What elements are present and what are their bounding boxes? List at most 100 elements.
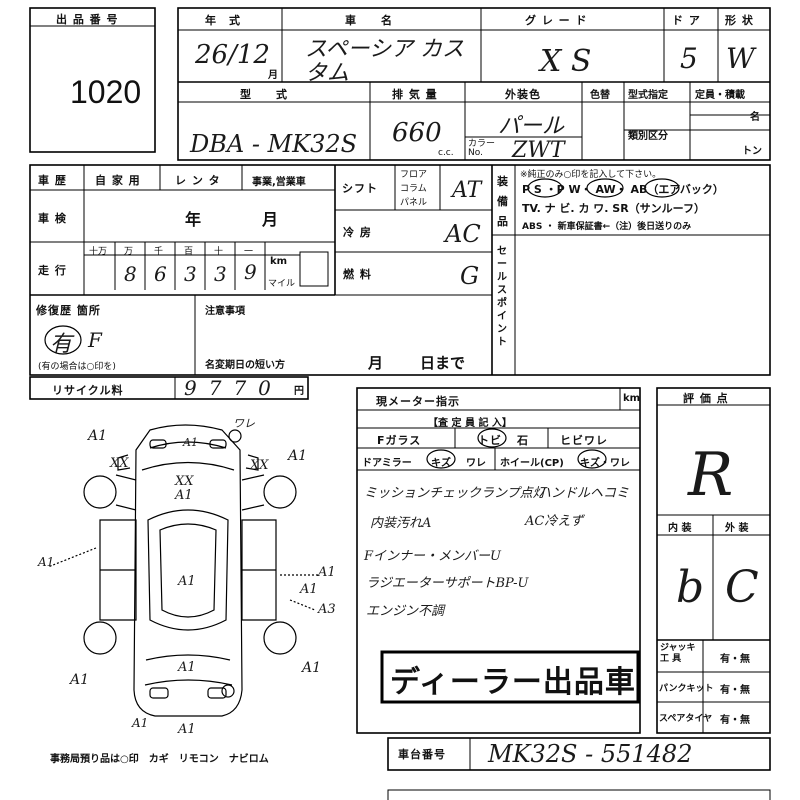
shift-floor: フロア	[400, 170, 428, 180]
damage-mark: A1	[88, 428, 108, 444]
inspection-year: 年	[185, 210, 202, 229]
score-label: 評 価 点	[683, 392, 729, 405]
ac-label: 冷 房	[343, 226, 372, 239]
shift-value: AT	[452, 178, 482, 203]
chip-label: トビ	[478, 434, 502, 447]
repair-value: 有	[50, 332, 73, 357]
damage-mark: A1	[132, 716, 149, 730]
recycle-value: 9770	[184, 376, 283, 400]
doors-value: 5	[680, 42, 698, 75]
damage-mark: A1	[178, 722, 196, 737]
name-change-day: 日まで	[420, 354, 466, 372]
inspection-month: 月	[262, 210, 279, 229]
digit-header-10: 十	[214, 247, 224, 257]
name-change-month: 月	[368, 354, 384, 372]
inspection-note: 内装汚れA	[370, 516, 432, 531]
mileage-digit: 9	[244, 260, 257, 284]
jack-yes-no[interactable]: 有・無	[720, 654, 750, 665]
grade-value: X S	[540, 44, 592, 79]
damage-mark: A3	[318, 602, 336, 617]
capacity-label: 定員・積載	[695, 90, 745, 101]
shift-panel: パネル	[400, 198, 428, 208]
capacity-unit-persons: 名	[750, 112, 760, 123]
repair-label: 修復歴 箇所	[36, 304, 101, 317]
meter-label: 現メーター指示	[376, 395, 460, 408]
color-change-label: 色替	[590, 90, 610, 101]
office-items-note: 事務局預り品は○印 カギ リモコン ナビロム	[50, 754, 269, 765]
model-value: DBA - MK32S	[190, 130, 358, 158]
mileage-digit: 3	[214, 262, 227, 286]
name-label: 車 名	[345, 14, 393, 27]
year-label: 年 式	[205, 14, 241, 27]
name-value: スペーシア カスタム	[305, 37, 465, 86]
front-glass-label: Fガラス	[377, 434, 422, 447]
lot-number: 1020	[70, 74, 142, 110]
color-value: パール	[498, 114, 565, 139]
ac-value: AC	[445, 220, 481, 248]
history-business[interactable]: 事業,営業車	[252, 177, 306, 188]
fuel-label: 燃 料	[343, 268, 372, 281]
shape-value: W	[726, 42, 755, 75]
fuel-value: G	[460, 262, 480, 290]
sales-point-label: セールスポイント	[497, 246, 507, 348]
door-mirror-label: ドアミラー	[362, 458, 412, 469]
mile-label: マイル	[268, 279, 296, 289]
displacement-value: 660	[392, 118, 442, 148]
mirror-crack: ワレ	[466, 458, 486, 469]
color-no-value: ZWT	[512, 138, 565, 163]
capacity-unit-tons: トン	[742, 146, 762, 157]
digit-header-100k: 十万	[89, 247, 108, 257]
equipment-label: 装 備 品	[497, 175, 509, 228]
equipment-line2: TV. ナ ビ. カ ワ. SR（サンルーフ）	[522, 202, 706, 215]
digit-header-10k: 万	[124, 247, 134, 257]
category-label: 類別区分	[628, 131, 668, 142]
inspection-note: ラジエーターサポートBP-U	[366, 576, 529, 591]
recycle-label: リサイクル料	[52, 384, 124, 397]
interior-value: b	[676, 562, 705, 613]
exterior-value: C	[725, 562, 759, 613]
shift-column: コラム	[400, 184, 427, 194]
history-private[interactable]: 自 家 用	[95, 174, 141, 187]
history-label: 車 歴	[38, 174, 67, 187]
damage-mark: A1	[183, 436, 198, 449]
digit-header-1k: 千	[154, 247, 164, 257]
mirror-scratch: キズ	[431, 458, 451, 469]
equipment-line1: P S ・P W・ AW・ AB（エアバック）	[522, 183, 724, 196]
damage-mark: A1	[302, 660, 322, 676]
damage-mark: A1	[300, 582, 318, 597]
history-rental[interactable]: レ ン タ	[175, 174, 221, 187]
color-label: 外装色	[505, 88, 541, 101]
repair-value-f: F	[88, 328, 102, 352]
shape-label: 形 状	[725, 14, 754, 27]
stone-label: 石	[517, 434, 529, 447]
mileage-label: 走 行	[38, 264, 67, 277]
mileage-digit: 8	[124, 262, 137, 286]
damage-mark: A1	[178, 574, 196, 589]
puncture-yes-no[interactable]: 有・無	[720, 685, 750, 696]
damage-mark: XX A1	[175, 474, 194, 503]
damage-mark: A1	[288, 448, 308, 464]
repair-note: (有の場合は○印を)	[38, 362, 116, 372]
displacement-label: 排 気 量	[392, 88, 438, 101]
inspection-note: エンジン不調	[366, 604, 445, 619]
digit-header-100: 百	[184, 247, 194, 257]
shift-label: シフト	[342, 182, 378, 195]
damage-mark: A1	[70, 672, 90, 688]
grade-label: グ レ ー ド	[525, 14, 588, 27]
inspection-label: 車 検	[38, 212, 67, 225]
inspection-note: ハンドルヘコミ	[538, 486, 630, 501]
lot-label: 出 品 番 号	[56, 13, 119, 26]
year-value: 26/12	[195, 40, 270, 70]
inspector-title: 【査 定 員 記 入】	[428, 418, 512, 429]
equipment-line3: ABS ・ 新車保証書←（注）後日送りのみ	[522, 222, 692, 232]
damage-mark: XX	[250, 458, 269, 473]
interior-label: 内 装	[668, 523, 692, 534]
model-designation-label: 型式指定	[628, 90, 668, 101]
score-value: R	[688, 440, 734, 510]
spare-tire-label: スペアタイヤ	[659, 714, 713, 724]
puncture-kit-label: パンクキット	[659, 684, 714, 694]
recycle-yen: 円	[294, 386, 304, 397]
damage-mark: XX	[110, 456, 129, 471]
crack-note: ワレ	[233, 417, 255, 430]
spare-yes-no[interactable]: 有・無	[720, 715, 750, 726]
